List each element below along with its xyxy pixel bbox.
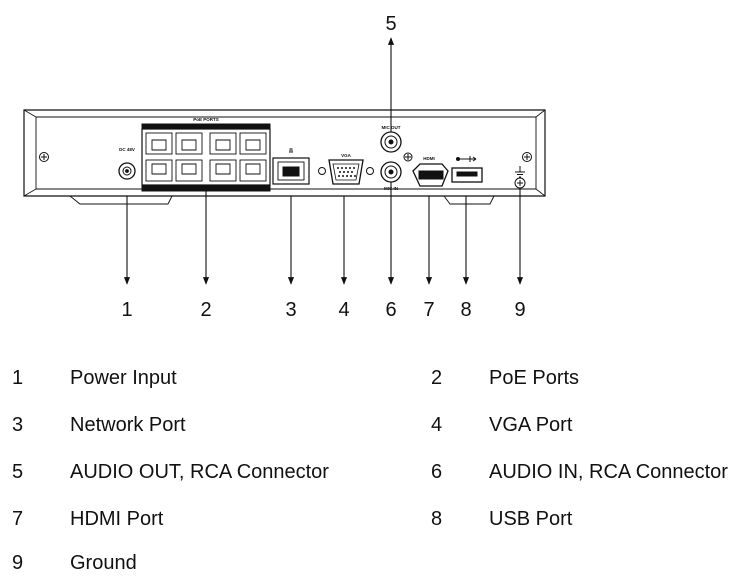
dc-label: DC 48V — [119, 147, 135, 152]
screw-icon — [403, 152, 413, 162]
legend-number: 3 — [12, 414, 24, 436]
legend-number: 6 — [431, 461, 443, 483]
power-input-connector — [118, 162, 136, 180]
callout-number-3: 3 — [285, 299, 296, 321]
device-chassis — [23, 109, 546, 205]
hdmi-label: HDMI — [423, 156, 435, 161]
network-port — [272, 157, 310, 185]
legend-label: Power Input — [70, 367, 177, 389]
legend-label: Ground — [70, 552, 137, 574]
leader-lines — [123, 37, 524, 285]
vga-port — [318, 159, 374, 185]
legend-number: 7 — [12, 508, 24, 530]
callout-number-9: 9 — [514, 299, 525, 321]
legend-number: 8 — [431, 508, 443, 530]
ground-screw — [514, 177, 526, 189]
callout-number-1: 1 — [121, 299, 132, 321]
legend-label: AUDIO IN, RCA Connector — [489, 461, 728, 483]
legend-label: Network Port — [70, 414, 186, 436]
usb-icon — [456, 156, 477, 162]
legend-label: VGA Port — [489, 414, 573, 436]
legend-label: AUDIO OUT, RCA Connector — [70, 461, 329, 483]
audio-in-connector — [380, 161, 402, 183]
vga-label: VGA — [341, 153, 352, 158]
callout-number-2: 2 — [200, 299, 211, 321]
legend-label: HDMI Port — [70, 508, 164, 530]
legend-label: PoE Ports — [489, 367, 580, 389]
rear-panel-diagram: DC 48V PoE PORTS 品 VGA — [23, 13, 546, 321]
network-label: 品 — [289, 147, 294, 154]
legend-number: 5 — [12, 461, 24, 483]
poe-label: PoE PORTS — [193, 117, 219, 122]
callout-number-6: 6 — [385, 299, 396, 321]
legend-number: 9 — [12, 552, 24, 574]
hdmi-port — [412, 163, 449, 187]
usb-port — [451, 167, 483, 183]
screw-icon — [522, 152, 532, 162]
audio-out-connector — [380, 131, 402, 153]
legend-number: 1 — [12, 367, 24, 389]
legend-number: 4 — [431, 414, 443, 436]
ground-icon — [515, 166, 525, 178]
callout-number-8: 8 — [460, 299, 471, 321]
callout-number-7: 7 — [423, 299, 434, 321]
legend-number: 2 — [431, 367, 443, 389]
callout-number-4: 4 — [338, 299, 349, 321]
legend-label: USB Port — [489, 508, 573, 530]
poe-ports-block — [141, 123, 271, 192]
screw-icon — [39, 152, 49, 162]
callout-number-5: 5 — [385, 13, 396, 35]
